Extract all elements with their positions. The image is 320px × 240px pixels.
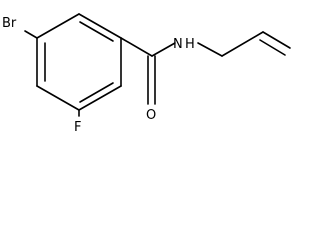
ring-bond-bottom-left [36,85,80,111]
nitrogen-label: N [173,37,183,52]
amide-nitrogen-bond [151,42,176,57]
allyl-double-bond-a [262,31,291,49]
bromine-bond [24,30,38,39]
atom-labels: Br F O N H [2,16,195,135]
nitrogen-hydrogen-label: H [185,37,195,52]
allyl-bond-2 [221,31,264,57]
structure-diagram: Br F O N H [2,13,291,135]
ring-bond-top [36,13,80,39]
oxygen-label: O [146,108,156,123]
ring-bond-top-right [78,13,122,39]
allyl-double-bond-b [259,39,286,56]
bonds [24,13,291,117]
ring-double-bond-bottom [79,82,114,103]
ring-double-bond-top [79,21,114,42]
ring-bond-bottom-right [78,85,122,111]
bromine-label: Br [2,16,17,31]
allyl-bond-1 [197,42,223,57]
fluorine-label: F [74,120,81,135]
carbonyl-carbon-bond [120,37,153,57]
